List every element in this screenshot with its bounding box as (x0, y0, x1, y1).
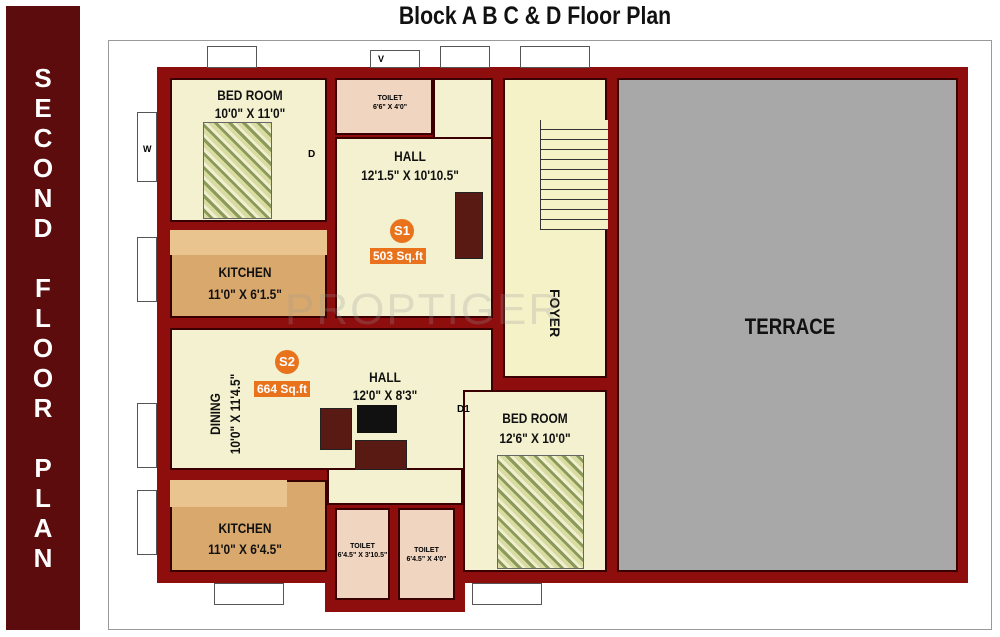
toilet-2-size: 6'4.5" X 3'10.5" (337, 552, 388, 559)
unit-s2-badge: S2 (275, 350, 299, 374)
chair-icon (355, 440, 407, 470)
door-label: D (308, 149, 316, 160)
banner-letter: N (33, 183, 53, 213)
banner-letter: O (32, 153, 54, 183)
ventilator-label: V (378, 54, 385, 64)
terrace (617, 78, 958, 572)
kitchen-counter (170, 230, 327, 255)
banner-letter: L (35, 303, 51, 333)
bed-icon (497, 455, 584, 569)
window (370, 50, 420, 68)
toilet-3-name: TOILET (414, 547, 439, 554)
window (207, 46, 257, 68)
bedroom-1-name: BED ROOM (217, 87, 283, 103)
banner-letter: E (34, 93, 52, 123)
banner-letter: F (35, 273, 51, 303)
hall-1-upper (433, 78, 493, 137)
kitchen-1-name: KITCHEN (218, 264, 272, 280)
kitchen-counter (170, 480, 287, 507)
hall-2-passage (327, 470, 463, 505)
toilet-3 (398, 508, 455, 600)
banner-letter: D (33, 213, 53, 243)
window-label: W (143, 144, 152, 154)
banner-letter: S (34, 63, 52, 93)
banner-letter: N (33, 543, 53, 573)
window (137, 112, 157, 182)
window (520, 46, 590, 68)
door-label: D1 (457, 404, 470, 415)
banner-letter: O (32, 363, 54, 393)
banner-letter: O (32, 333, 54, 363)
second-floor-plan-banner: S E C O N D F L O O R P L A N (6, 6, 80, 630)
hall-1-name: HALL (394, 148, 426, 164)
toilet-2-name: TOILET (350, 543, 375, 550)
dining-size: 10'0" X 11'4.5" (227, 373, 243, 455)
watermark: PROPTIGER (285, 285, 563, 334)
bedroom-1-size: 10'0" X 11'0" (214, 105, 286, 121)
window (137, 403, 157, 468)
toilet-1-name: TOILET (377, 95, 403, 102)
chair-icon (320, 408, 352, 450)
plan-frame (108, 40, 992, 630)
kitchen-2-name: KITCHEN (218, 520, 272, 536)
toilet-1 (335, 78, 433, 135)
toilet-3-size: 6'4.5" X 4'0" (406, 556, 447, 563)
terrace-name: TERRACE (744, 314, 836, 339)
banner-letter: R (33, 393, 53, 423)
kitchen-2-size: 11'0" X 6'4.5" (208, 541, 282, 557)
hall-2-size: 12'0" X 8'3" (352, 387, 418, 403)
staircase-icon (540, 120, 608, 230)
toilet-2 (335, 508, 390, 600)
unit-s1-badge: S1 (390, 219, 414, 243)
page-title: Block A B C & D Floor Plan (398, 2, 672, 30)
bedroom-2-size: 12'6" X 10'0" (499, 430, 571, 446)
banner-letter: P (34, 453, 52, 483)
sofa-icon (455, 192, 483, 259)
dining-table-icon (357, 405, 397, 433)
unit-s2-area: 664 Sq.ft (254, 381, 311, 397)
bedroom-2-name: BED ROOM (502, 410, 568, 426)
window (440, 46, 490, 68)
banner-letter: A (33, 513, 53, 543)
unit-s1-area: 503 Sq.ft (370, 248, 427, 264)
window (214, 583, 284, 605)
hall-2-name: HALL (369, 369, 401, 385)
window (137, 490, 157, 555)
kitchen-1-size: 11'0" X 6'1.5" (208, 286, 282, 302)
window (137, 237, 157, 302)
hall-1-size: 12'1.5" X 10'10.5" (361, 167, 459, 183)
banner-letter: L (35, 483, 51, 513)
toilet-1-size: 6'6" X 4'0" (372, 104, 408, 111)
banner-letter: C (33, 123, 53, 153)
window (472, 583, 542, 605)
dining-name: DINING (207, 393, 223, 435)
bed-icon (203, 122, 272, 219)
